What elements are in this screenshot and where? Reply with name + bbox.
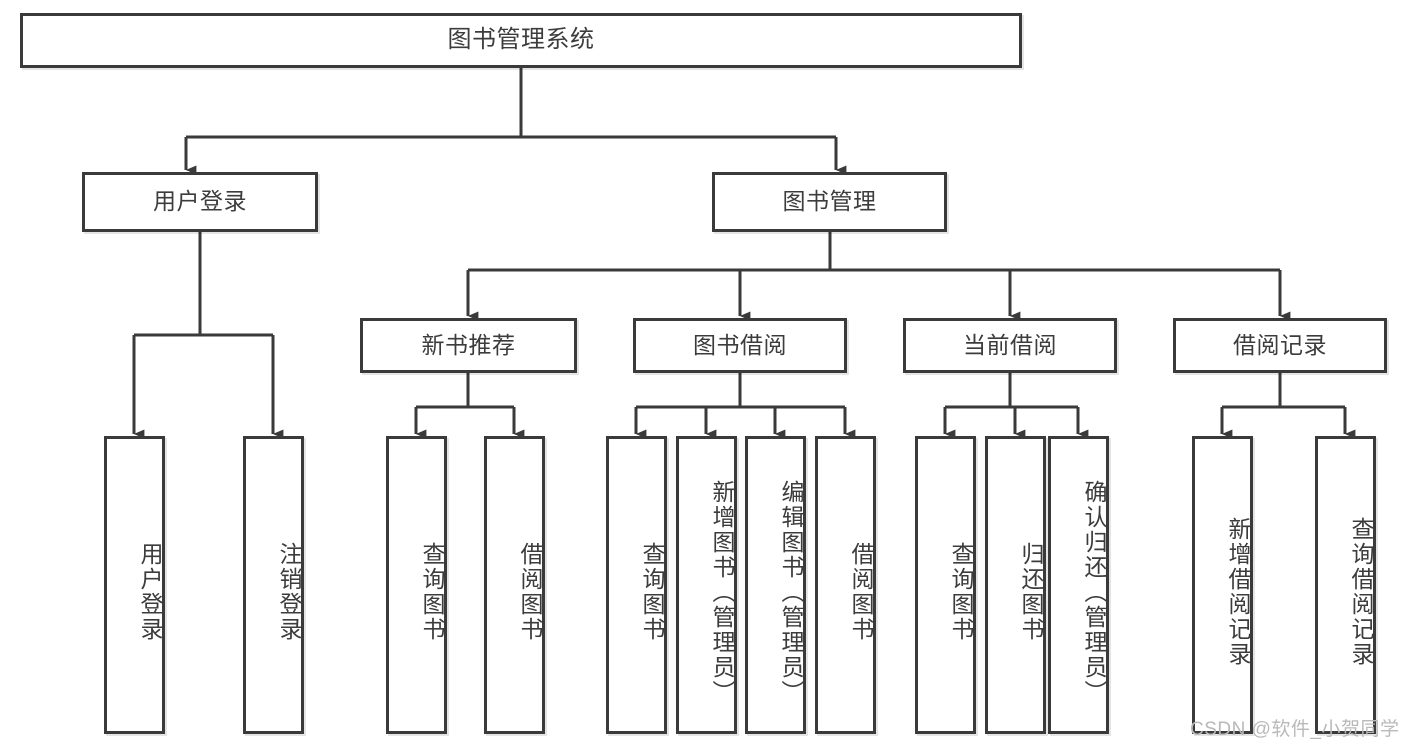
node-leaf-add-borrow-record[interactable]: 新增借阅记录 [1192, 436, 1253, 734]
node-leaf-edit-book[interactable]: 编辑图书（管理员） [745, 436, 806, 734]
node-leaf-add-book[interactable]: 新增图书（管理员） [676, 436, 737, 734]
node-leaf-borrow-book-2[interactable]: 借阅图书 [815, 436, 876, 734]
node-leaf-query-borrow-record[interactable]: 查询借阅记录 [1315, 436, 1376, 734]
node-current-borrow[interactable]: 当前借阅 [903, 318, 1117, 373]
node-leaf-query-book-2[interactable]: 查询图书 [606, 436, 667, 734]
node-root[interactable]: 图书管理系统 [20, 13, 1022, 68]
node-borrow-record[interactable]: 借阅记录 [1173, 318, 1387, 373]
node-leaf-query-book-3[interactable]: 查询图书 [915, 436, 976, 734]
node-leaf-confirm-return[interactable]: 确认归还（管理员） [1048, 436, 1109, 734]
node-book-manage[interactable]: 图书管理 [712, 172, 947, 232]
node-leaf-user-login[interactable]: 用户登录 [104, 436, 165, 734]
node-user-login[interactable]: 用户登录 [82, 172, 318, 232]
node-leaf-logout[interactable]: 注销登录 [243, 436, 304, 734]
node-new-book-recommendation[interactable]: 新书推荐 [360, 318, 577, 373]
watermark-csdn: CSDN @软件_小贺同学 [1190, 719, 1400, 740]
node-book-borrow[interactable]: 图书借阅 [633, 318, 847, 373]
node-leaf-query-book-1[interactable]: 查询图书 [386, 436, 447, 734]
node-leaf-borrow-book-1[interactable]: 借阅图书 [484, 436, 545, 734]
node-leaf-return-book[interactable]: 归还图书 [985, 436, 1046, 734]
